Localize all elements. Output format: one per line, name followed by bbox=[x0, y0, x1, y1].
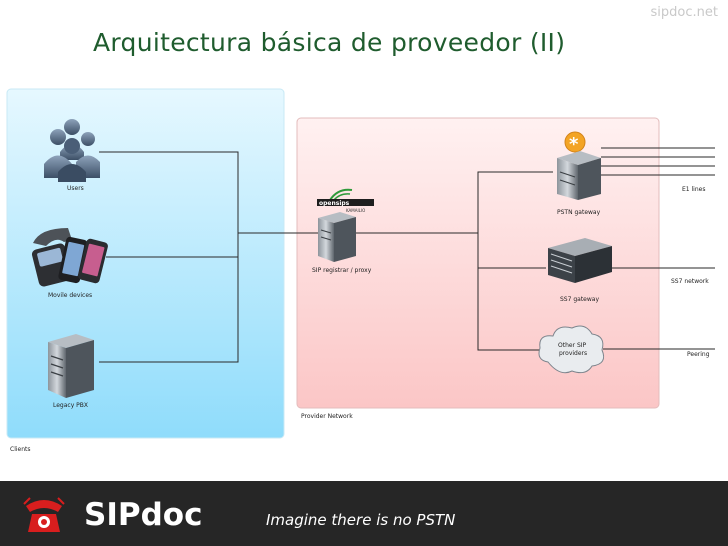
peering-label: Peering bbox=[687, 351, 710, 358]
footer-tagline: Imagine there is no PSTN bbox=[266, 511, 455, 529]
users-label: Users bbox=[67, 185, 84, 192]
pstn-gateway-label: PSTN gateway bbox=[557, 209, 601, 216]
ss7-network-label: SS7 network bbox=[671, 278, 709, 285]
clients-label: Clients bbox=[10, 446, 31, 453]
footer-brand: SIPdoc bbox=[84, 497, 202, 533]
mobile-devices-label: Movile devices bbox=[48, 292, 92, 299]
provider-network-label: Provider Network bbox=[301, 413, 353, 420]
other-sip-label-line2: providers bbox=[559, 350, 587, 357]
legacy-pbx-icon bbox=[48, 334, 94, 398]
footer-bar: SIPdoc Imagine there is no PSTN bbox=[0, 481, 728, 546]
legacy-pbx-label: Legacy PBX bbox=[53, 402, 88, 409]
e1-lines-label: E1 lines bbox=[682, 186, 705, 193]
svg-text:KAMAILIO: KAMAILIO bbox=[346, 208, 365, 213]
ss7-gateway-label: SS7 gateway bbox=[560, 296, 599, 303]
sip-registrar-server-icon bbox=[318, 212, 356, 262]
sipdoc-phone-logo-icon bbox=[22, 494, 66, 538]
other-sip-label-line1: Other SIP bbox=[558, 342, 587, 349]
svg-text:opensips: opensips bbox=[319, 200, 350, 207]
sip-registrar-label: SIP registrar / proxy bbox=[312, 267, 372, 274]
